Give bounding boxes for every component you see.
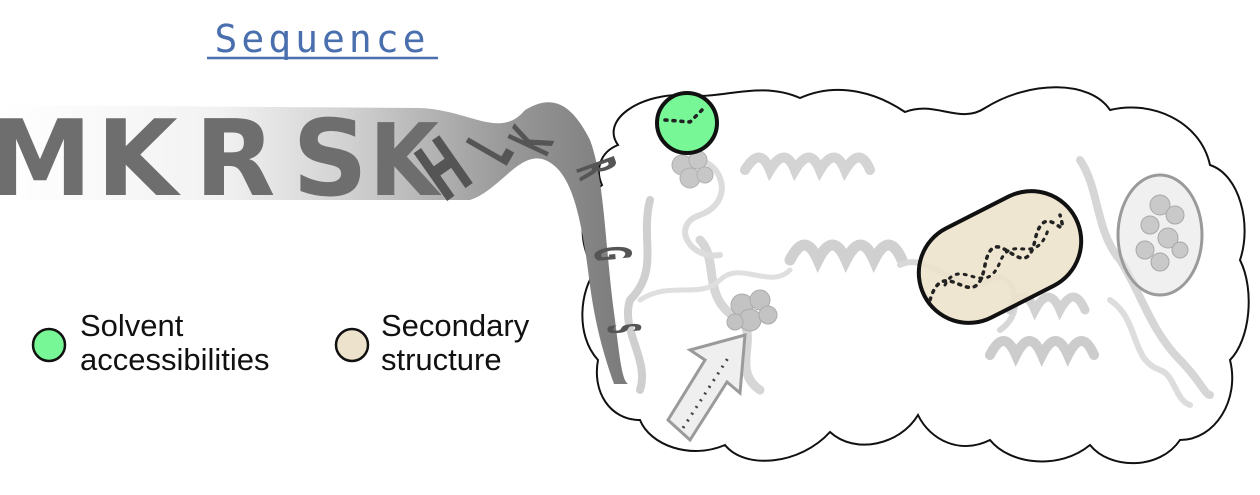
legend-secondary-line1: Secondary	[381, 308, 530, 343]
sequence-letter: K	[369, 104, 442, 220]
sequence-letter: S	[597, 321, 650, 335]
ribbon-strand-3	[1076, 156, 1214, 399]
solvent-accessibility-marker	[655, 91, 719, 155]
beta-strand-arrow	[666, 332, 747, 443]
secondary-structure-highlight	[916, 189, 1084, 325]
legend: Solvent accessibilities Secondary struct…	[31, 308, 530, 377]
sequence-letter: S	[292, 98, 368, 220]
ribbon-helix-1	[740, 152, 875, 182]
legend-solvent-line2: accessibilities	[80, 342, 270, 377]
legend-solvent-line1: Solvent	[80, 308, 184, 343]
sequence-ribbon	[0, 102, 628, 384]
ribbon-band	[0, 102, 628, 384]
ribbon-loop-4	[637, 267, 793, 303]
ribbon-strand-1	[624, 196, 654, 394]
ribbon-helix-2	[784, 239, 908, 274]
atom-cluster-right	[1135, 194, 1189, 272]
helix-dotted-trace	[928, 213, 1065, 302]
legend-item-secondary: Secondary structure	[334, 308, 530, 377]
ribbon-loop-3	[1107, 297, 1193, 408]
legend-secondary-line2: structure	[381, 342, 502, 377]
title-group: Sequence	[207, 17, 438, 61]
sequence-letter: K	[96, 98, 181, 220]
atom-cluster-top	[671, 150, 714, 189]
sequence-letter: R	[195, 98, 276, 220]
ribbon-loop-1	[677, 155, 725, 259]
legend-solvent-swatch	[31, 327, 67, 363]
sequence-letter: G	[582, 244, 642, 263]
atom-cluster-middle	[726, 289, 778, 332]
sequence-title: Sequence	[214, 17, 429, 61]
ribbon-helix-3	[985, 336, 1099, 367]
legend-item-solvent: Solvent accessibilities	[31, 308, 270, 377]
legend-secondary-swatch	[334, 327, 370, 363]
sequence-letter: M	[0, 98, 92, 220]
